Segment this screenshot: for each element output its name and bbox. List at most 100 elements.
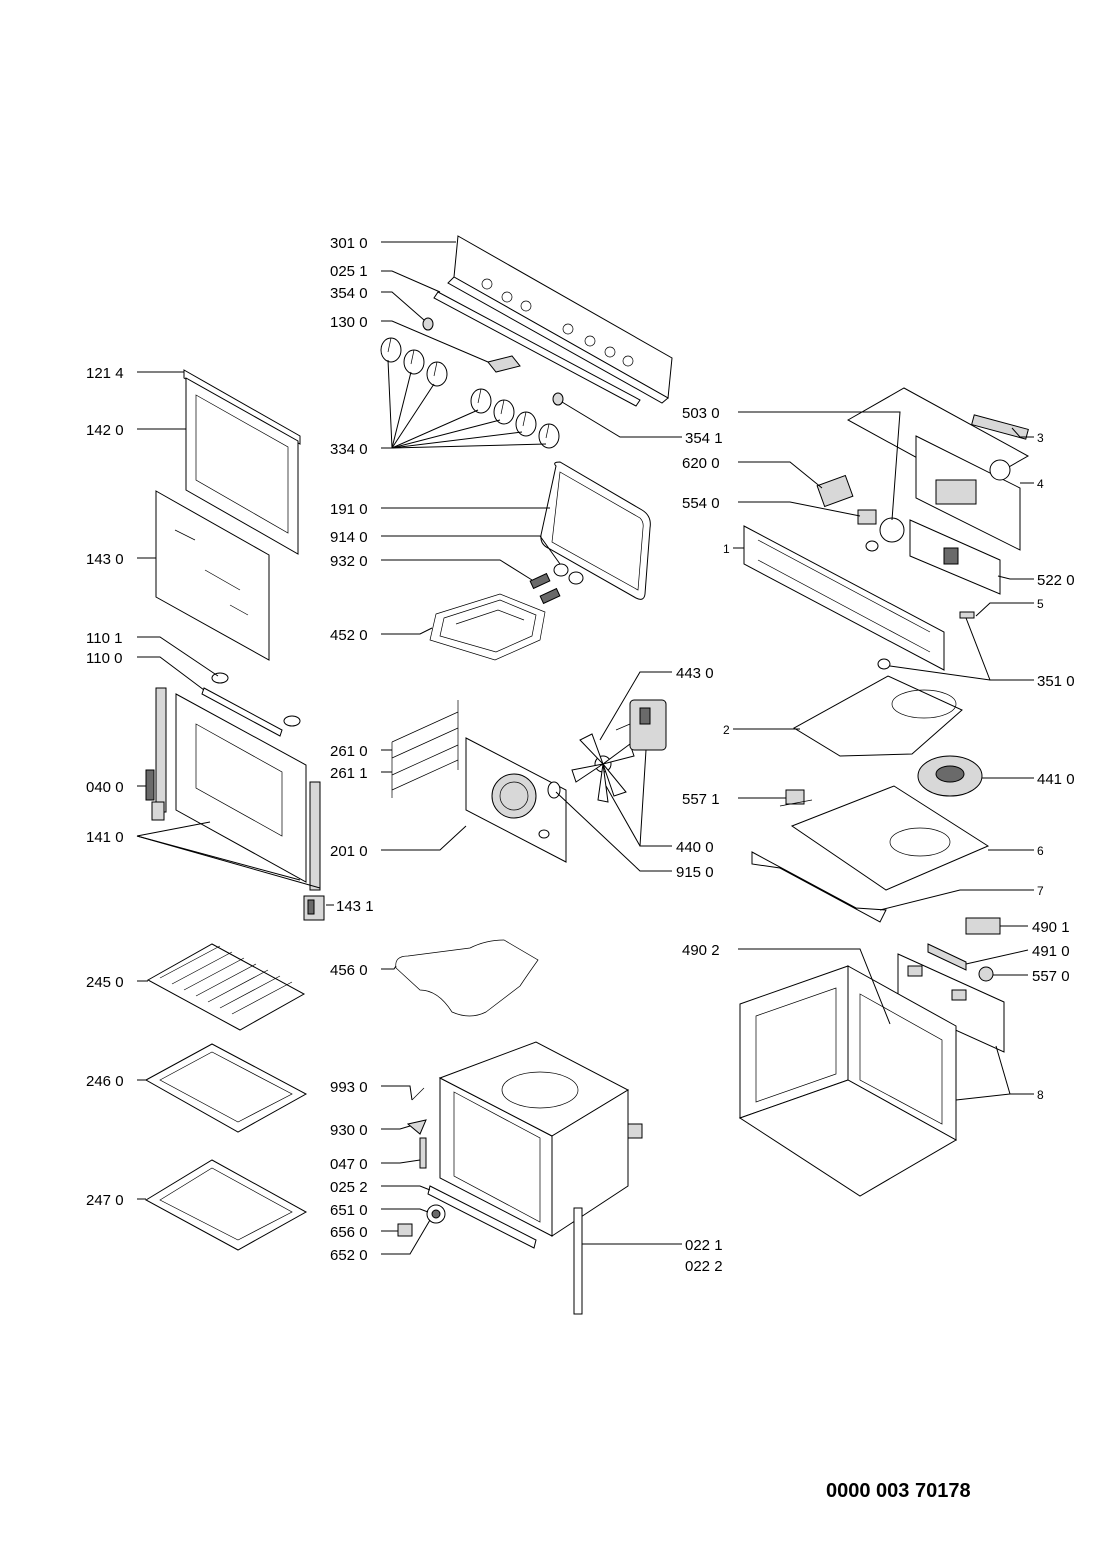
label-354-0: 354 0 (330, 285, 368, 302)
outer-casing-8 (738, 965, 958, 1197)
label-652-0: 652 0 (330, 1247, 368, 1264)
label-025-2: 025 2 (330, 1179, 368, 1196)
fan-cover-2 (793, 675, 963, 757)
label-261-1: 261 1 (330, 765, 368, 782)
baking-tray-247-0 (144, 1159, 308, 1251)
base-plate-6 (790, 785, 990, 891)
label-1: 1 (723, 542, 730, 556)
label-4: 4 (1037, 477, 1044, 491)
label-301-0: 301 0 (330, 235, 368, 252)
strip-7 (751, 851, 887, 923)
front-strip-025-2 (427, 1185, 537, 1249)
label-441-0: 441 0 (1037, 771, 1075, 788)
fan-441-0 (917, 755, 983, 797)
label-025-1: 025 1 (330, 263, 368, 280)
label-932-0: 932 0 (330, 553, 368, 570)
terminal-491-0 (927, 943, 967, 971)
outer-glass-142-0 (185, 377, 299, 555)
small-parts-993-930-047 (406, 1087, 427, 1169)
label-334-0: 334 0 (330, 441, 368, 458)
label-651-0: 651 0 (330, 1202, 368, 1219)
label-503-0: 503 0 (682, 405, 720, 422)
sensor-557-1 (779, 789, 813, 807)
label-143-1: 143 1 (336, 898, 374, 915)
label-914-0: 914 0 (330, 529, 368, 546)
plug-354-0 (422, 317, 434, 331)
hinge-block-143-1 (303, 895, 325, 921)
panel-strip-025-1 (433, 291, 641, 407)
label-351-0: 351 0 (1037, 673, 1075, 690)
bracket-490-1 (965, 917, 1001, 935)
label-443-0: 443 0 (676, 665, 714, 682)
label-554-0: 554 0 (682, 495, 720, 512)
fan-blade-440-0 (547, 733, 635, 803)
label-456-0: 456 0 (330, 962, 368, 979)
control-module-620-503-554-522 (816, 474, 1001, 595)
label-247-0: 247 0 (86, 1192, 124, 1209)
label-110-1: 110 1 (86, 630, 122, 647)
electronics-box-4 (915, 435, 1021, 551)
label-246-0: 246 0 (86, 1073, 124, 1090)
inner-glass-143-0 (155, 490, 270, 661)
label-522-0: 522 0 (1037, 572, 1075, 589)
label-040-0: 040 0 (86, 779, 124, 796)
plug-354-1 (552, 392, 564, 406)
label-557-1: 557 1 (682, 791, 720, 808)
shelf-runners-261 (391, 700, 459, 798)
label-022-1: 022 1 (685, 1237, 723, 1254)
label-930-0: 930 0 (330, 1122, 368, 1139)
frame-1 (743, 525, 945, 671)
label-993-0: 993 0 (330, 1079, 368, 1096)
label-245-0: 245 0 (86, 974, 124, 991)
clip-130-0 (487, 355, 521, 373)
label-143-0: 143 0 (86, 551, 124, 568)
back-panel-201-0 (465, 737, 567, 863)
fan-motor-443-0 (615, 699, 667, 751)
top-heating-element-452-0 (429, 593, 546, 661)
label-490-1: 490 1 (1032, 919, 1070, 936)
label-2: 2 (723, 723, 730, 737)
side-rail-022 (573, 1207, 583, 1315)
hinge-040-0 (145, 769, 155, 801)
label-452-0: 452 0 (330, 627, 368, 644)
leader-lines (136, 241, 1034, 1255)
label-022-2: 022 2 (685, 1258, 723, 1275)
oven-cavity (438, 1041, 643, 1237)
wire-rack-245-0 (146, 943, 306, 1031)
knobs-334-0 (380, 337, 560, 449)
label-121-4: 121 4 (86, 365, 124, 382)
label-201-0: 201 0 (330, 843, 368, 860)
inner-door-panel-141-0 (151, 687, 321, 891)
label-110-0: 110 0 (86, 650, 122, 667)
label-5: 5 (1037, 597, 1044, 611)
back-plate (897, 953, 1005, 1053)
screw-351-0 (877, 611, 975, 670)
label-191-0: 191 0 (330, 501, 368, 518)
springs-932-0 (529, 572, 561, 605)
label-6: 6 (1037, 844, 1044, 858)
label-3: 3 (1037, 431, 1044, 445)
label-142-0: 142 0 (86, 422, 124, 439)
rings-914-0 (553, 563, 584, 585)
document-number: 0000 003 70178 (826, 1480, 971, 1502)
label-354-1: 354 1 (685, 430, 723, 447)
label-047-0: 047 0 (330, 1156, 368, 1173)
label-491-0: 491 0 (1032, 943, 1070, 960)
label-557-0: 557 0 (1032, 968, 1070, 985)
label-130-0: 130 0 (330, 314, 368, 331)
part-labels: 301 0 025 1 354 0 130 0 334 0 354 1 121 … (86, 235, 1075, 1275)
label-490-2: 490 2 (682, 942, 720, 959)
lamp-651-656-652 (397, 1204, 446, 1237)
baking-tray-246-0 (144, 1043, 308, 1133)
label-7: 7 (1037, 884, 1044, 898)
label-141-0: 141 0 (86, 829, 124, 846)
label-440-0: 440 0 (676, 839, 714, 856)
label-915-0: 915 0 (676, 864, 714, 881)
connector-557-0 (978, 966, 994, 982)
control-panel-301-0 (447, 235, 673, 404)
door-gasket-191-0 (540, 461, 651, 600)
label-656-0: 656 0 (330, 1224, 368, 1241)
door-parts-110 (201, 672, 301, 737)
